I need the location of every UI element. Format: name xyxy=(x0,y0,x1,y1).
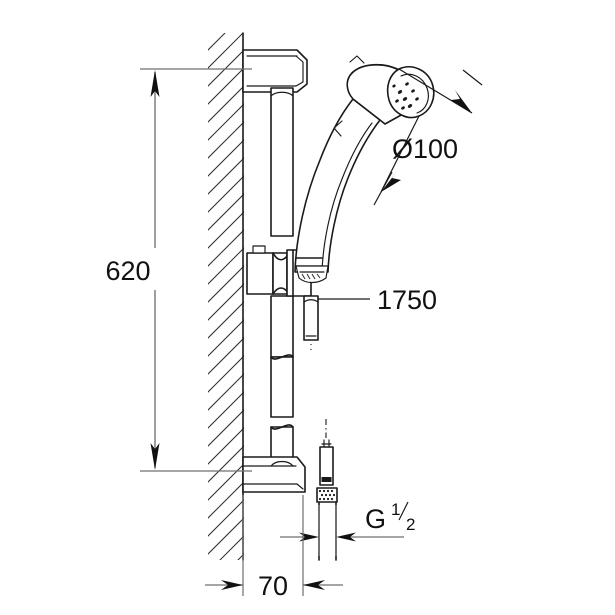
dimension-diameter-100-label: Ø100 xyxy=(392,134,458,164)
knurled-nut xyxy=(316,487,338,503)
dimension-620-label: 620 xyxy=(105,256,150,286)
dimension-thread-label-denominator: 2 xyxy=(406,515,415,534)
lower-wall-bracket xyxy=(242,456,306,493)
wall-section-hatched xyxy=(208,32,244,561)
dimension-620: 620 xyxy=(105,68,252,472)
hand-shower xyxy=(294,55,435,284)
handle-cap-texture xyxy=(301,273,321,280)
hose-connector-stub xyxy=(303,295,319,354)
dimension-thread-g-half: G 1 2 xyxy=(280,500,415,556)
upper-wall-bracket xyxy=(242,49,308,93)
dimension-1750-label: 1750 xyxy=(377,285,437,315)
dimension-70-label: 70 xyxy=(258,571,288,601)
vertical-slide-rail xyxy=(270,87,294,471)
dimension-thread-label-numerator: 1 xyxy=(391,500,400,519)
dimension-1750: 1750 xyxy=(318,285,437,315)
dimension-70: 70 xyxy=(205,495,343,601)
dimension-thread-label-main: G xyxy=(365,504,386,534)
dimension-diameter-100: Ø100 xyxy=(373,68,483,206)
knurl-texture xyxy=(318,489,336,501)
wall-hatching xyxy=(208,33,244,560)
spray-face xyxy=(386,66,435,119)
shower-hose xyxy=(316,419,338,561)
spray-nozzle-texture xyxy=(392,82,419,110)
